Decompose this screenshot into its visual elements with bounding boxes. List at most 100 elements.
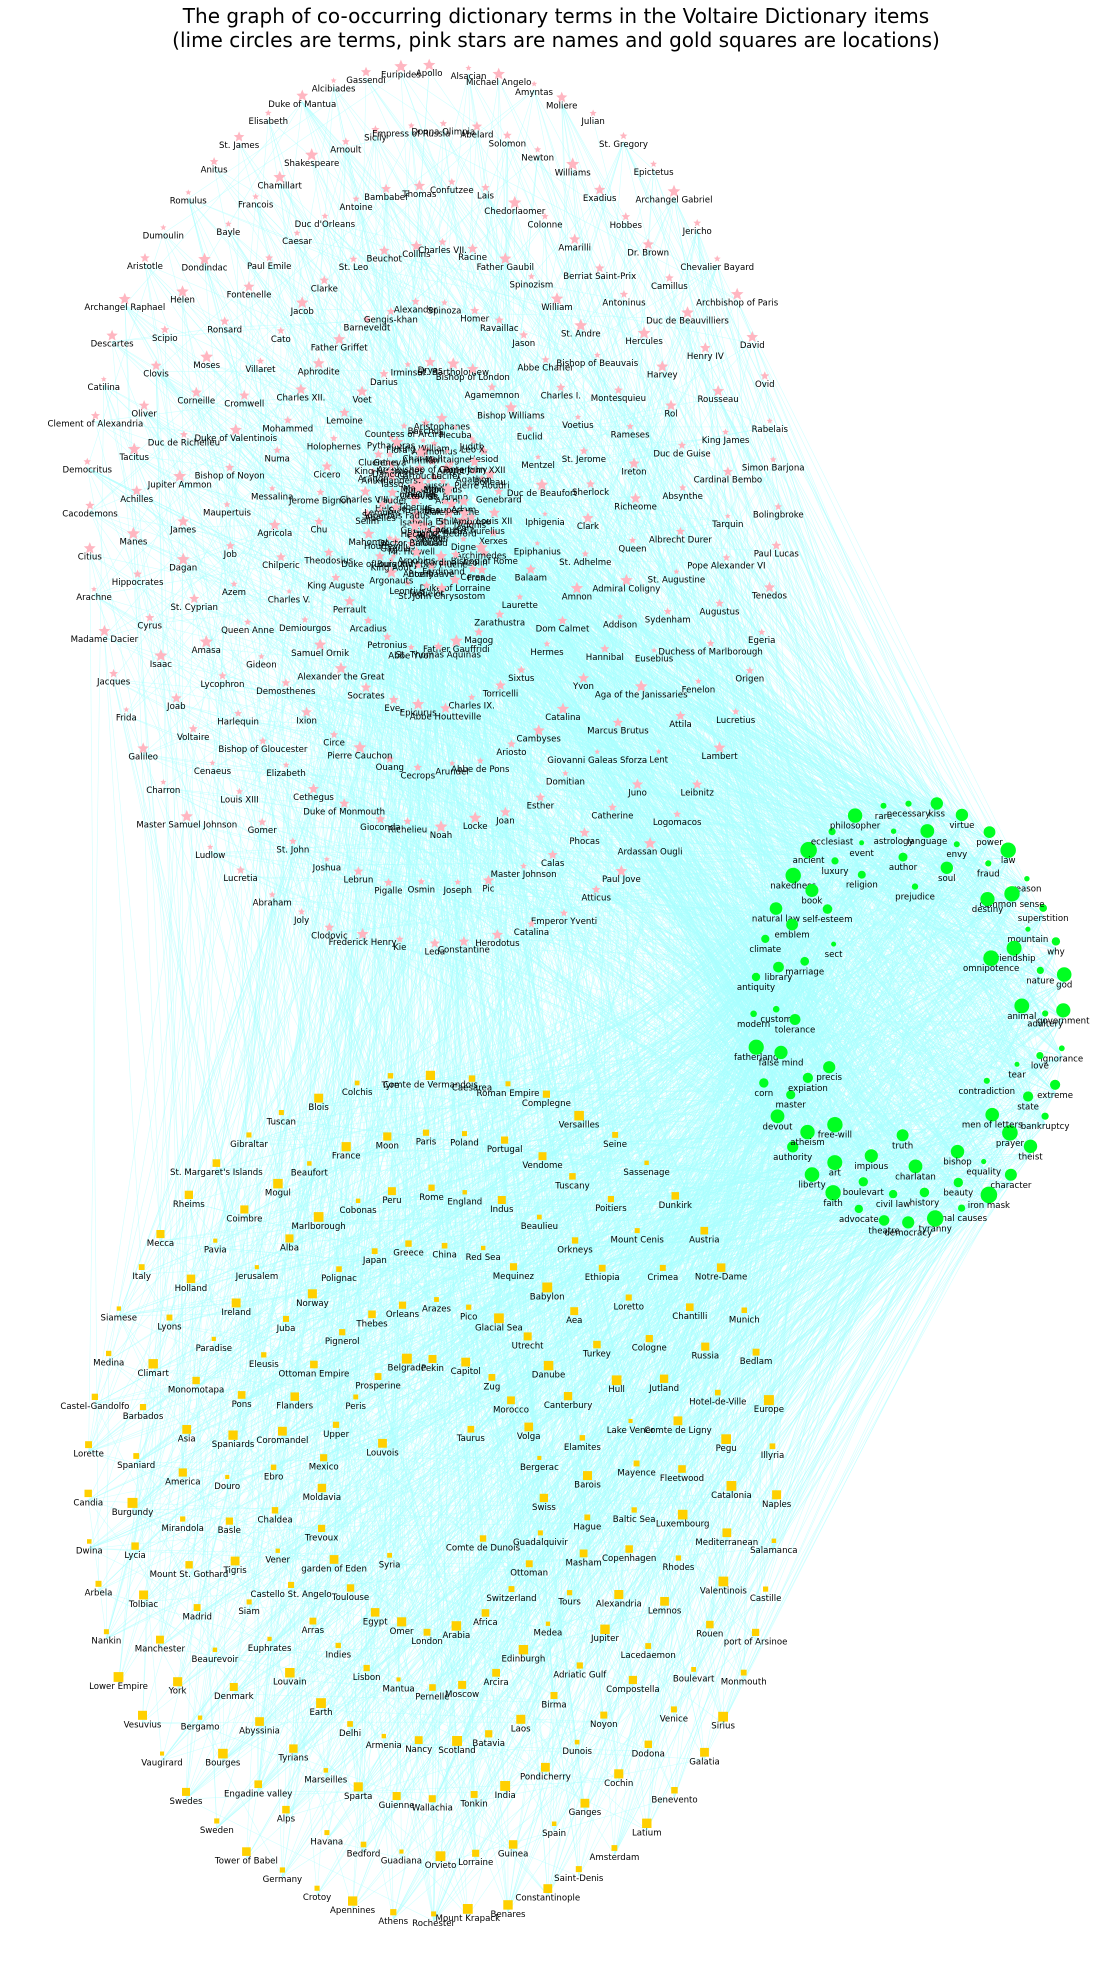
node-label: Gideon	[246, 661, 277, 671]
edge	[1030, 1063, 1041, 1155]
node-label: Charles V.	[268, 596, 311, 606]
node-label: Cardinal Bembo	[694, 476, 763, 486]
node-label: Exadius	[583, 194, 617, 204]
edge	[599, 195, 863, 883]
node-label: Newton	[521, 154, 554, 164]
pink-star-icon	[233, 131, 245, 142]
edge	[195, 684, 584, 1388]
edge	[768, 1088, 988, 1408]
node-label: Calas	[541, 859, 565, 869]
node-label: St. Cyprian	[170, 603, 217, 613]
edge	[362, 539, 369, 941]
pink-star-icon	[90, 410, 100, 420]
node-label: Archbishop of Paris	[696, 298, 779, 308]
edge	[142, 565, 184, 1723]
node-label: Camillus	[651, 282, 688, 292]
edge	[871, 875, 948, 1164]
edge	[587, 1088, 988, 1483]
edge	[545, 365, 903, 1144]
node-label: St. Gregory	[599, 140, 648, 150]
node-label: Gassendi	[346, 76, 385, 86]
edge	[273, 460, 379, 1475]
edge	[723, 563, 727, 1589]
node-label: Clarke	[311, 284, 338, 294]
edge	[511, 638, 762, 1597]
edge	[769, 426, 989, 872]
edge	[87, 467, 565, 920]
edge	[507, 969, 805, 1912]
pink-star-icon	[160, 779, 167, 785]
name-node-arachne: Arachne	[76, 586, 112, 603]
name-node-dondindac: Dondindac	[181, 252, 228, 273]
name-node-romulus: Romulus	[170, 189, 207, 207]
edge	[89, 367, 431, 512]
node-label: Cromwell	[224, 400, 264, 410]
edge	[682, 493, 1029, 1105]
edge	[133, 539, 250, 1143]
edge	[289, 274, 600, 1246]
edge	[499, 422, 579, 621]
node-label: Lent	[649, 756, 668, 766]
node-label: Ludlow	[195, 851, 225, 861]
edge	[388, 591, 427, 889]
node-label: Sherlock	[572, 488, 609, 498]
edge	[590, 489, 681, 538]
edge	[456, 229, 698, 1634]
node-label: Atticus	[581, 894, 611, 904]
edge	[428, 487, 862, 852]
node-label: Noah	[430, 831, 452, 841]
edge	[235, 435, 836, 1133]
node-label: Joan	[495, 816, 515, 826]
node-label: Socrates	[347, 692, 385, 702]
edge	[723, 1174, 916, 1589]
edge	[88, 740, 335, 1452]
edge	[134, 318, 688, 1554]
node-label: Maupertuis	[203, 509, 252, 519]
node-label: Anitus	[201, 166, 229, 176]
edge	[199, 1072, 1018, 1725]
edge	[399, 944, 903, 1144]
edge	[416, 520, 512, 1597]
edge	[761, 638, 988, 1089]
node-label: St. John	[276, 845, 309, 855]
edge	[321, 208, 516, 1496]
edge	[124, 305, 161, 1242]
edge	[257, 757, 659, 1792]
edge	[273, 916, 828, 1475]
edge	[412, 540, 828, 918]
node-label: Emperor Yventi	[531, 917, 597, 927]
edge	[261, 828, 385, 1744]
edge	[313, 794, 856, 824]
edge	[312, 864, 904, 1302]
node-label: Dr. Brown	[627, 248, 669, 258]
edge	[400, 72, 738, 301]
node-label: Euripides	[381, 71, 421, 81]
node-label: Pope Alexander VI	[687, 562, 765, 572]
node-label: Richeome	[614, 502, 657, 512]
edge	[213, 167, 729, 478]
name-node-gideon: Gideon	[246, 653, 277, 671]
edge	[108, 86, 334, 1361]
edge	[768, 1132, 836, 1408]
edge	[206, 362, 239, 720]
edge	[561, 103, 598, 1352]
edge	[296, 238, 524, 873]
edge	[407, 827, 638, 1238]
node-label: Amnon	[562, 592, 592, 602]
edge	[647, 250, 1018, 1073]
node-label: Lambert	[702, 752, 739, 762]
edge	[553, 1159, 958, 1703]
edge	[328, 325, 368, 559]
edge	[649, 849, 675, 1717]
name-node-archangel-raphael: Archangel Raphael	[84, 292, 165, 313]
edge	[488, 490, 543, 887]
node-label: Chedorlaomer	[484, 207, 546, 217]
edge	[988, 871, 993, 1123]
pink-star-icon	[589, 109, 597, 117]
node-label: Pigalle	[374, 887, 402, 897]
node-label: Elizabeth	[266, 769, 306, 779]
edge	[159, 436, 237, 1647]
node-label: Duke of Valentinois	[194, 434, 277, 444]
edge	[419, 191, 782, 1061]
edge	[233, 142, 240, 591]
